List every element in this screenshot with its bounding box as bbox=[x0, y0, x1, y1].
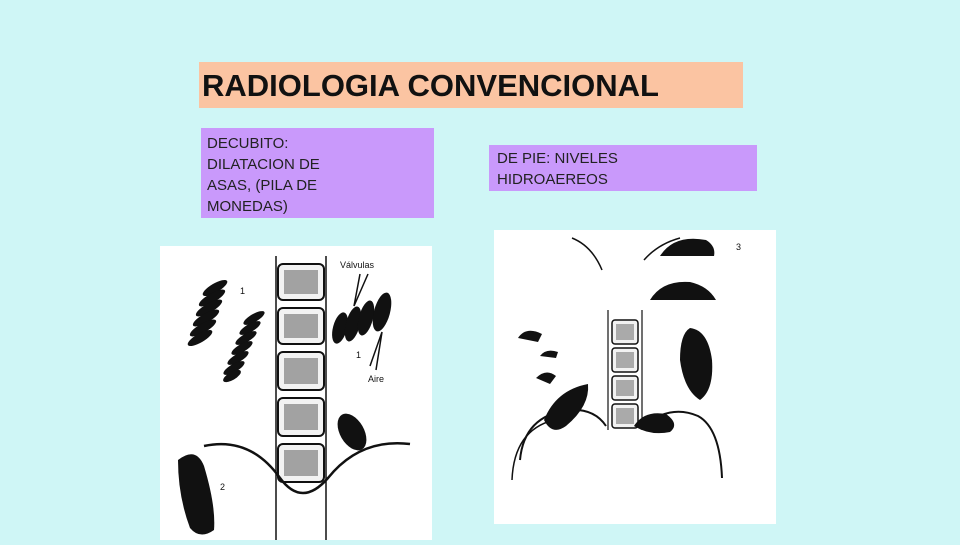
air-fluid-levels bbox=[518, 238, 716, 434]
spine bbox=[611, 319, 639, 429]
coin-stack-loops bbox=[187, 279, 265, 383]
valvulas-label: Válvulas bbox=[340, 260, 375, 270]
de-pie-label: DE PIE: NIVELES HIDROAEREOS bbox=[489, 145, 757, 191]
xray-decubito-illustration: Válvulas Aire 1 1 2 bbox=[160, 246, 432, 540]
aire-label: Aire bbox=[368, 374, 384, 384]
xray-decubito-drawing: Válvulas Aire 1 1 2 bbox=[178, 256, 411, 540]
de-pie-line: DE PIE: NIVELES bbox=[497, 150, 618, 167]
decubito-line: DECUBITO: bbox=[207, 135, 289, 152]
right-loops bbox=[178, 292, 392, 535]
decubito-line: ASAS, (PILA DE bbox=[207, 177, 318, 194]
de-pie-line: HIDROAEREOS bbox=[497, 171, 608, 188]
number-label: 3 bbox=[736, 242, 741, 252]
slide-title: RADIOLOGIA CONVENCIONAL bbox=[199, 62, 743, 108]
number-label: 1 bbox=[356, 350, 361, 360]
vertebra-texture bbox=[284, 270, 318, 476]
xray-de-pie-drawing: 3 bbox=[511, 237, 741, 481]
decubito-line: MONEDAS) bbox=[207, 198, 288, 215]
xray-de-pie-illustration: 3 bbox=[494, 230, 776, 524]
number-label: 2 bbox=[220, 482, 225, 492]
decubito-line: DILATACION DE bbox=[207, 156, 320, 173]
number-label: 1 bbox=[240, 286, 245, 296]
decubito-label: DECUBITO: DILATACION DE ASAS, (PILA DE M… bbox=[201, 128, 434, 218]
